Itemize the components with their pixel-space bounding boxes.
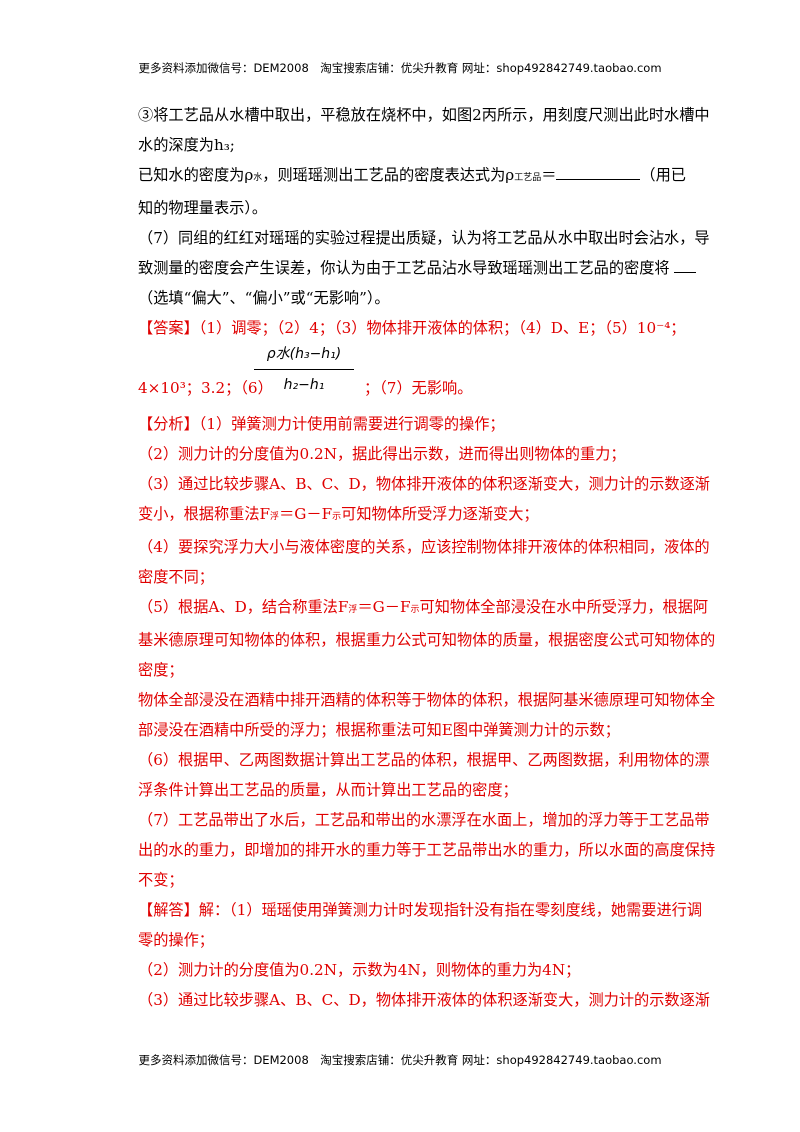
analysis-line: 不变； <box>138 871 184 889</box>
text: 变小，根据称重法F <box>138 505 271 523</box>
question-line: （选填“偏大”、“偏小”或“无影响”）。 <box>138 289 390 307</box>
solution-line: 零的操作； <box>138 931 214 949</box>
analysis-line: （3）通过比较步骤A、B、C、D，物体排开液体的体积逐渐变大，测力计的示数逐渐 <box>138 475 710 493</box>
text: 致测量的密度会产生误差，你认为由于工艺品沾水导致瑶瑶测出工艺品的密度将 <box>138 259 670 277</box>
analysis-line: 基米德原理可知物体的体积，根据重力公式可知物体的质量，根据密度公式可知物体的 <box>138 631 716 649</box>
solution-line: （2）测力计的分度值为0.2N，示数为4N，则物体的重力为4N； <box>138 961 581 979</box>
question-line: 水的深度为h₃; <box>138 136 235 154</box>
text: 可知物体所受浮力逐渐变大； <box>341 505 539 523</box>
text: ＝ <box>541 166 557 184</box>
document-body: ③将工艺品从水槽中取出，平稳放在烧杯中，如图2丙所示，用刻度尺测出此时水槽中 水… <box>138 100 716 1015</box>
analysis-line: （7）工艺品带出了水后，工艺品和带出的水漂浮在水面上，增加的浮力等于工艺品带 <box>138 811 710 829</box>
analysis-line: 浮条件计算出工艺品的质量，从而计算出工艺品的密度； <box>138 781 518 799</box>
answer-blank <box>674 272 697 273</box>
subscript: 示 <box>410 605 420 615</box>
text: ＝G－F <box>357 598 411 616</box>
answer-formula-line: 4×10³；3.2；（6） ρ水(h₃−h₁) h₂−h₁ ；（7）无影响。 <box>138 343 686 409</box>
analysis-line: （5）根据A、D，结合称重法F浮＝G－F示可知物体全部浸没在水中所受浮力，根据阿 <box>138 592 708 625</box>
analysis-line: 出的水的重力，即增加的排开水的重力等于工艺品带出水的重力，所以水面的高度保持 <box>138 841 716 859</box>
analysis-line: 密度； <box>138 661 184 679</box>
subscript: 浮 <box>348 605 358 615</box>
subscript: 水 <box>253 173 263 183</box>
answer-blank <box>556 179 641 180</box>
analysis-line: 部浸没在酒精中所受的浮力；根据称重法可知E图中弹簧测力计的示数； <box>138 721 620 739</box>
text: 已知水的密度为ρ <box>138 166 254 184</box>
page-footer: 更多资料添加微信号：DEM2008 淘宝搜索店铺：优尖升教育 网址：shop49… <box>138 1053 662 1067</box>
text: （5）根据A、D，结合称重法F <box>138 598 349 616</box>
subscript: 浮 <box>270 512 280 522</box>
text: ，则瑶瑶测出工艺品的密度表达式为ρ <box>262 166 515 184</box>
analysis-line: 【分析】（1）弹簧测力计使用前需要进行调零的操作； <box>138 415 505 433</box>
analysis-line: 密度不同； <box>138 568 214 586</box>
analysis-line: 物体全部浸没在酒精中排开酒精的体积等于物体的体积，根据阿基米德原理可知物体全 <box>138 691 716 709</box>
text: 4×10³；3.2；（6） <box>138 379 273 397</box>
fraction-numerator: ρ水(h₃−h₁) <box>266 346 342 362</box>
fraction-bar <box>254 369 354 370</box>
text: ＝G－F <box>279 505 333 523</box>
answer-line: 【答案】（1）调零；（2）4；（3）物体排开液体的体积；（4）D、E；（5）10… <box>138 319 686 337</box>
text: ；（7）无影响。 <box>364 379 473 397</box>
solution-line: 【解答】解：（1）瑶瑶使用弹簧测力计时发现指针没有指在零刻度线，她需要进行调 <box>138 901 703 919</box>
analysis-line: （6）根据甲、乙两图数据计算出工艺品的体积，根据甲、乙两图数据，利用物体的漂 <box>138 751 710 769</box>
question-line: 已知水的密度为ρ水，则瑶瑶测出工艺品的密度表达式为ρ工艺品＝ （用已 <box>138 160 686 193</box>
page-header: 更多资料添加微信号：DEM2008 淘宝搜索店铺：优尖升教育 网址：shop49… <box>138 61 662 75</box>
question-line: 知的物理量表示）。 <box>138 199 268 217</box>
density-fraction: ρ水(h₃−h₁) h₂−h₁ <box>254 343 354 396</box>
analysis-line: 变小，根据称重法F浮＝G－F示可知物体所受浮力逐渐变大； <box>138 499 686 532</box>
text: 可知物体全部浸没在水中所受浮力，根据阿 <box>419 598 709 616</box>
question-line: （7）同组的红红对瑶瑶的实验过程提出质疑，认为将工艺品从水中取出时会沾水，导 <box>138 229 710 247</box>
solution-line: （3）通过比较步骤A、B、C、D，物体排开液体的体积逐渐变大，测力计的示数逐渐 <box>138 991 710 1009</box>
analysis-line: （4）要探究浮力大小与液体密度的关系，应该控制物体排开液体的体积相同，液体的 <box>138 538 710 556</box>
fraction-denominator: h₂−h₁ <box>283 377 325 393</box>
question-line: 致测量的密度会产生误差，你认为由于工艺品沾水导致瑶瑶测出工艺品的密度将 <box>138 253 697 283</box>
analysis-line: （2）测力计的分度值为0.2N，据此得出示数，进而得出则物体的重力； <box>138 445 626 463</box>
question-line: ③将工艺品从水槽中取出，平稳放在烧杯中，如图2丙所示，用刻度尺测出此时水槽中 <box>138 106 710 124</box>
text: （用已 <box>640 166 686 184</box>
subscript: 示 <box>332 512 342 522</box>
subscript: 工艺品 <box>514 173 542 183</box>
